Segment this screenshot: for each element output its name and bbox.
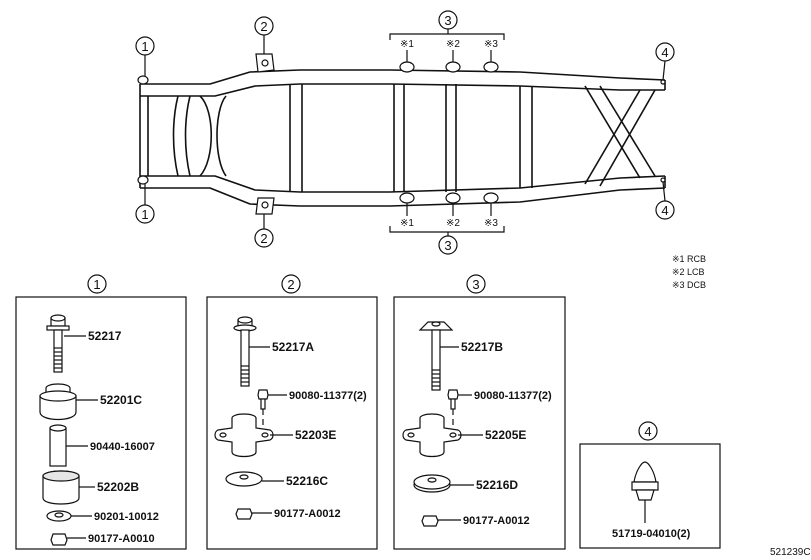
- parts-group-2: 2 52217A 90080-11377(2): [206, 274, 378, 550]
- cushion-52203e: [214, 413, 274, 458]
- mark-2-top: ※2: [446, 39, 460, 50]
- washer-52216d: [413, 474, 451, 493]
- cushion-52205e: [402, 413, 462, 458]
- mark-3-top: ※3: [484, 39, 498, 50]
- callout-3-top: 3: [444, 13, 451, 28]
- bolt-52217a: [233, 316, 257, 387]
- callout-4-top: 4: [661, 45, 668, 60]
- callout-1-top: 1: [141, 39, 148, 54]
- part-90177-a0012-b: 90177-A0012: [463, 515, 530, 527]
- part-52217b: 52217B: [461, 340, 503, 354]
- nut-90177-a0010: [50, 533, 68, 546]
- legend-rcb: ※1 RCB: [672, 254, 706, 264]
- callout-2-bottom: 2: [260, 231, 267, 246]
- part-90080-11377-a: 90080-11377(2): [289, 390, 367, 402]
- part-52216d: 52216D: [476, 478, 518, 492]
- part-52205e: 52205E: [485, 428, 526, 442]
- legend: ※1 RCB ※2 LCB ※3 DCB: [672, 254, 706, 290]
- callout-2-top: 2: [260, 19, 267, 34]
- mark-1-top: ※1: [400, 39, 414, 50]
- vehicle-frame: [137, 53, 666, 215]
- part-52202b: 52202B: [97, 480, 139, 494]
- part-90080-11377-b: 90080-11377(2): [474, 390, 552, 402]
- box3-title: 3: [472, 277, 479, 292]
- part-52203e: 52203E: [295, 428, 336, 442]
- box2-title: 2: [287, 277, 294, 292]
- washer-52216c: [225, 471, 263, 487]
- bolt-52217b: [418, 321, 454, 391]
- bolt-90080-11377-b: [447, 389, 459, 426]
- part-90177-a0010: 90177-A0010: [88, 533, 155, 545]
- callout-3-bottom: 3: [444, 238, 451, 253]
- cushion-52201c: [39, 383, 77, 421]
- mark-1-bottom: ※1: [400, 218, 414, 229]
- nut-90177-a0012-b: [421, 515, 439, 527]
- part-52216c: 52216C: [286, 474, 328, 488]
- bolt-90080-11377-a: [257, 389, 269, 428]
- bolt-52217: [46, 314, 70, 373]
- collar-90440-16007: [49, 424, 67, 467]
- legend-dcb: ※3 DCB: [672, 280, 706, 290]
- mark-3-bottom: ※3: [484, 218, 498, 229]
- part-52201c: 52201C: [100, 393, 142, 407]
- part-90177-a0012-a: 90177-A0012: [274, 508, 341, 520]
- part-90440-16007: 90440-16007: [90, 441, 155, 453]
- cushion-52202b: [42, 470, 80, 505]
- part-51719-04010: 51719-04010(2): [612, 528, 691, 540]
- parts-group-1: 1 52217 52201C 904: [15, 274, 187, 550]
- part-52217: 52217: [88, 329, 122, 343]
- figure-reference: 521239C: [770, 547, 811, 558]
- nut-90177-a0012-a: [235, 508, 253, 520]
- callout-4-bottom: 4: [661, 203, 668, 218]
- legend-lcb: ※2 LCB: [672, 267, 705, 277]
- box1-title: 1: [93, 277, 100, 292]
- stopper-51719-04010: [631, 461, 659, 523]
- frame-callouts: 1 1 2 2 3 ※1 ※2 ※3 ※1 ※2 ※3 3: [135, 10, 675, 255]
- mark-2-bottom: ※2: [446, 218, 460, 229]
- part-90201-10012: 90201-10012: [94, 511, 159, 523]
- part-52217a: 52217A: [272, 340, 314, 354]
- washer-90201-10012: [46, 510, 72, 522]
- parts-group-3: 3 52217B 90080-11377(2): [393, 274, 566, 550]
- box4-title: 4: [644, 424, 651, 439]
- callout-1-bottom: 1: [141, 207, 148, 222]
- parts-group-4: 4 51719-04010(2): [579, 421, 721, 549]
